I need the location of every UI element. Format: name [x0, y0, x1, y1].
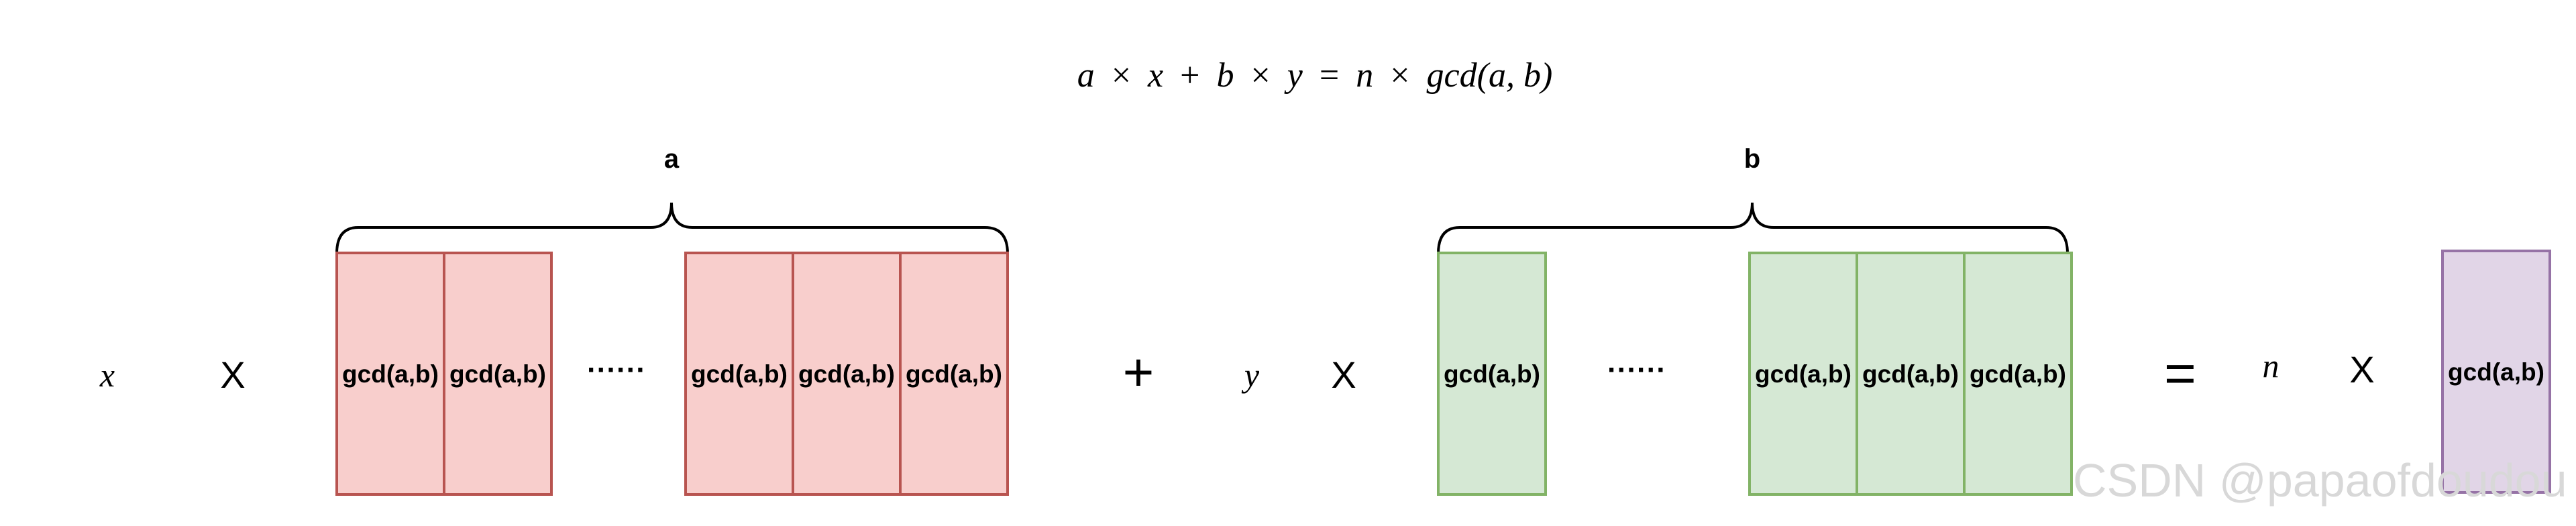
gcd-box	[443, 252, 553, 496]
equals-sign: =	[2164, 343, 2196, 404]
ellipsis-b: ······	[1607, 354, 1666, 386]
times-sign-x: X	[220, 354, 245, 396]
gcd-box	[1856, 252, 1966, 496]
times-sign-n: X	[2349, 348, 2374, 390]
gcd-box	[1748, 252, 1858, 496]
gcd-box-label: gcd(a,b)	[1862, 360, 1959, 388]
brace-b	[1437, 202, 2069, 254]
eq-gcd: gcd(a, b)	[1427, 56, 1553, 95]
eq-plus: +	[1180, 56, 1199, 95]
gcd-box	[335, 252, 445, 496]
gcd-box-label: gcd(a,b)	[2448, 358, 2544, 386]
gcd-box	[1437, 252, 1547, 496]
brace-label-b: b	[1744, 144, 1760, 174]
gcd-box-label: gcd(a,b)	[1970, 360, 2066, 388]
plus-sign: +	[1123, 342, 1155, 402]
gcd-box-label: gcd(a,b)	[691, 360, 788, 388]
var-x: x	[99, 356, 115, 394]
eq-x: x	[1147, 56, 1163, 95]
gcd-box-label: gcd(a,b)	[1444, 360, 1540, 388]
gcd-box-label: gcd(a,b)	[798, 360, 895, 388]
box-group-b-first: gcd(a,b)	[1437, 252, 1547, 496]
eq-a: a	[1077, 56, 1095, 95]
eq-times-1: ×	[1112, 56, 1131, 95]
eq-b: b	[1216, 56, 1234, 95]
gcd-box-label: gcd(a,b)	[1755, 360, 1851, 388]
eq-equals: =	[1320, 56, 1339, 95]
gcd-box-label: gcd(a,b)	[449, 360, 546, 388]
var-y: y	[1241, 356, 1260, 394]
times-sign-y: X	[1331, 354, 1356, 396]
brace-label-a: a	[664, 144, 680, 174]
gcd-box	[1963, 252, 2073, 496]
watermark: CSDN @papaofdoudou	[2073, 454, 2567, 507]
box-group-b-second: gcd(a,b) gcd(a,b) gcd(a,b)	[1748, 252, 2073, 496]
gcd-box-label: gcd(a,b)	[906, 360, 1002, 388]
eq-n: n	[1356, 56, 1373, 95]
eq-times-3: ×	[1390, 56, 1409, 95]
gcd-box	[899, 252, 1009, 496]
gcd-box-label: gcd(a,b)	[342, 360, 439, 388]
box-group-a-first: gcd(a,b) gcd(a,b)	[335, 252, 553, 496]
box-group-a-second: gcd(a,b) gcd(a,b) gcd(a,b)	[684, 252, 1009, 496]
gcd-box	[684, 252, 794, 496]
eq-y: y	[1284, 56, 1303, 95]
eq-times-2: ×	[1250, 56, 1270, 95]
gcd-box	[2441, 250, 2551, 494]
equation: a × x + b × y = n × gcd(a, b)	[1077, 56, 1553, 95]
brace-a	[335, 202, 1009, 254]
box-group-result: gcd(a,b)	[2441, 250, 2551, 494]
var-n: n	[2263, 347, 2279, 384]
ellipsis-a: ······	[587, 354, 646, 386]
